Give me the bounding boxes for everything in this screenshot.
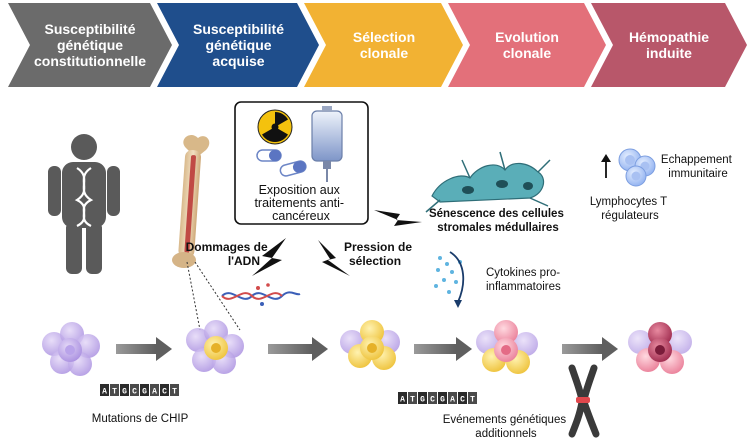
stage-label-4: Evolution clonale — [495, 29, 559, 61]
dna-letter-block — [170, 384, 179, 396]
treg-label: Lymphocytes T régulateurs — [590, 196, 670, 222]
cell-cluster-1 — [42, 322, 100, 376]
dna-letter-block — [458, 392, 467, 404]
pressure-label: Pression de sélection — [344, 240, 415, 268]
flow-arrow — [414, 337, 472, 361]
cyt1-line: Cytokines pro- — [486, 267, 560, 279]
exposure-line-3: cancéreux — [272, 209, 330, 223]
dna-letter-block — [110, 384, 119, 396]
chip-label: Mutations de CHIP — [92, 413, 189, 425]
dna-letter: A — [152, 388, 157, 397]
stage-chevron-5 — [591, 3, 747, 87]
ev1-line: Evénements génétiques — [443, 414, 567, 426]
dna-letter-block — [448, 392, 457, 404]
dna-letter: G — [440, 396, 445, 405]
stage-label-5: Hémopathie induite — [628, 29, 710, 61]
cell-cluster-3 — [340, 320, 400, 370]
stage-chevron-1 — [8, 3, 172, 87]
ev2-line: additionnels — [475, 428, 537, 440]
stage-chevron-3 — [304, 3, 463, 87]
chromosome-icon — [568, 364, 600, 438]
radiation-icon — [257, 109, 293, 145]
exposure-line-2: traitements anti- — [254, 196, 344, 210]
dna-letter: A — [450, 396, 455, 405]
dna-letter: G — [122, 388, 127, 397]
exposure-line-1: Exposition aux — [259, 183, 341, 197]
dna-letter-block — [160, 384, 169, 396]
stage-label-1: Susceptibilité génétique constitutionnel… — [34, 21, 146, 69]
dna-letter: G — [420, 396, 425, 405]
zoom-line-right — [194, 261, 241, 331]
femur-bone-icon — [172, 135, 210, 268]
sen1-line: Sénescence des cellules — [429, 208, 564, 220]
damage2-line: l'ADN — [228, 254, 260, 268]
dna-letter: C — [162, 388, 167, 397]
stromal-cells-icon — [425, 151, 551, 213]
imm2-line: immunitaire — [668, 168, 727, 180]
lightning-icon — [252, 238, 286, 276]
dna-letter-block — [398, 392, 407, 404]
dna-letter-block — [150, 384, 159, 396]
stage-chevron-2 — [157, 3, 319, 87]
lightning-icon — [374, 210, 422, 226]
cytokines-label: Cytokines pro- inflammatoires — [486, 267, 563, 293]
cell-cluster-4 — [476, 320, 538, 374]
iv-bag-icon — [311, 106, 343, 182]
dna-letter: T — [112, 388, 117, 397]
press2-line: sélection — [349, 254, 401, 268]
dna-strand-icon — [221, 283, 301, 306]
cytokines-icon — [434, 251, 465, 308]
dna-letter: T — [172, 388, 177, 397]
stage-label-3: Sélection clonale — [352, 29, 416, 61]
treg2-line: régulateurs — [601, 210, 659, 222]
dna-letter-block — [408, 392, 417, 404]
senescence-label: Sénescence des cellules stromales médull… — [429, 208, 567, 234]
stage-chevron-4 — [448, 3, 606, 87]
up-arrow-icon — [601, 154, 611, 178]
cyt2-line: inflammatoires — [486, 281, 561, 293]
dna-letter: G — [142, 388, 147, 397]
dna-letter-block — [418, 392, 427, 404]
dna-letter-block — [438, 392, 447, 404]
dna-letter: C — [132, 388, 137, 397]
dna-letter-block — [140, 384, 149, 396]
dna-letter: T — [410, 396, 415, 405]
sen2-line: stromales médullaires — [437, 222, 558, 234]
human-dna-icon — [48, 134, 120, 274]
events-label: Evénements génétiques additionnels — [443, 414, 570, 440]
zoom-line-left — [186, 261, 201, 331]
dna-letter: C — [460, 396, 465, 405]
cell-cluster-2 — [186, 320, 244, 374]
immune-label: Echappement immunitaire — [661, 154, 735, 180]
pills-icon — [256, 149, 307, 177]
imm1-line: Echappement — [661, 154, 733, 166]
dna-letter-block — [100, 384, 109, 396]
lightning-icon — [318, 240, 350, 276]
dna-letter: A — [102, 388, 107, 397]
exposure-label: Exposition aux traitements anti- cancére… — [254, 183, 347, 223]
dna-letter: C — [430, 396, 435, 405]
flow-arrow — [562, 337, 618, 361]
damage1-line: Dommages de — [186, 240, 268, 254]
press1-line: Pression de — [344, 240, 412, 254]
dna-letter: T — [470, 396, 475, 405]
dna-letter-block — [428, 392, 437, 404]
dna-letter: A — [400, 396, 405, 405]
dna-letter-block — [468, 392, 477, 404]
damage-label: Dommages de l'ADN — [186, 240, 271, 268]
lymphocytes-icon — [618, 148, 656, 187]
treg1-line: Lymphocytes T — [590, 196, 667, 208]
dna-letter-block — [120, 384, 129, 396]
stage-label-2: Susceptibilité génétique acquise — [192, 21, 285, 69]
dna-letter-block — [130, 384, 139, 396]
flow-arrow — [268, 337, 328, 361]
flow-arrow — [116, 337, 172, 361]
cell-cluster-5 — [628, 322, 692, 374]
